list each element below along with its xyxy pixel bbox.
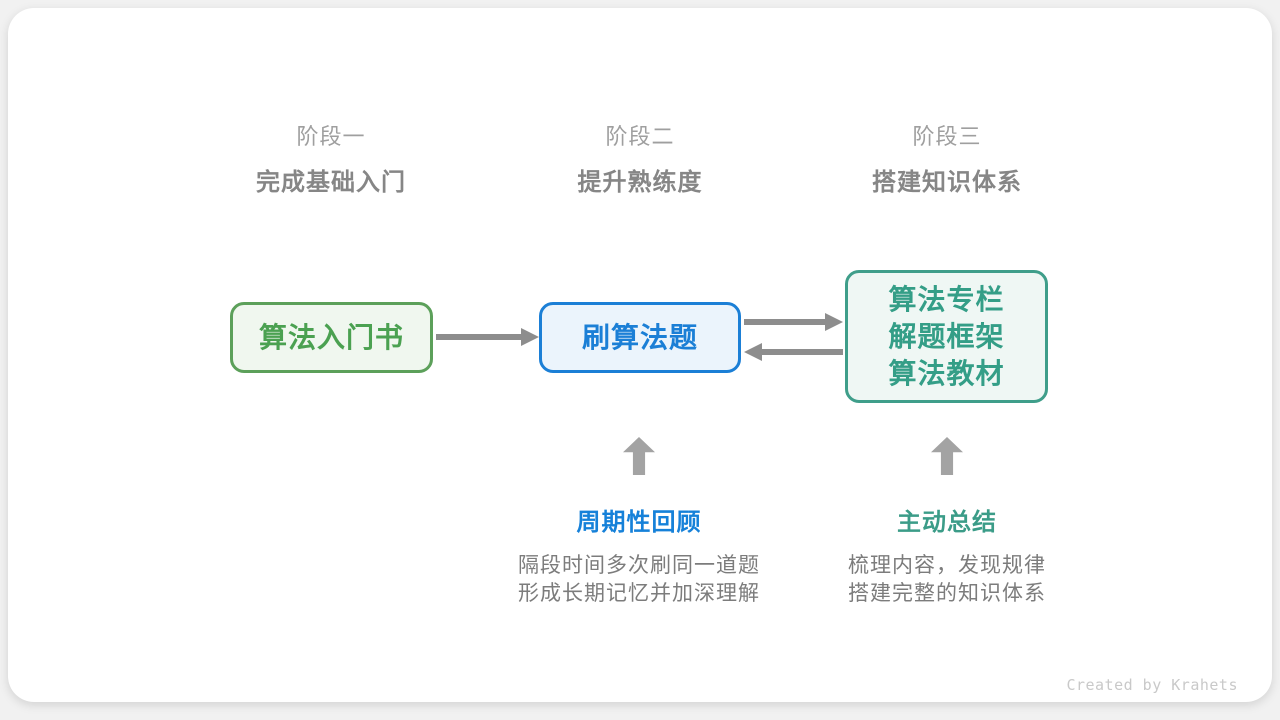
desc-line: 搭建完整的知识体系 xyxy=(848,582,1046,605)
annotation-active-summary-desc: 梳理内容，发现规律 搭建完整的知识体系 xyxy=(848,552,1046,608)
node-knowledge-line-1: 算法专栏 xyxy=(888,284,1005,315)
arrow-3-head xyxy=(744,343,762,361)
stage-header-2: 阶段二 提升熟练度 xyxy=(578,122,703,198)
arrow-2-shaft xyxy=(744,319,825,325)
node-knowledge-line-3: 算法教材 xyxy=(888,358,1005,389)
arrow-2-head xyxy=(825,313,843,331)
annotation-periodic-review-title: 周期性回顾 xyxy=(576,509,702,536)
arrow-1-shaft xyxy=(436,334,521,340)
desc-line: 隔段时间多次刷同一道题 xyxy=(518,554,760,577)
node-practice-problems: 刷算法题 xyxy=(539,302,741,373)
stage-header-3: 阶段三 搭建知识体系 xyxy=(872,122,1022,198)
arrow-3-shaft xyxy=(762,349,843,355)
node-knowledge-sources: 算法专栏 解题框架 算法教材 xyxy=(845,270,1048,403)
stage-2-title: 提升熟练度 xyxy=(577,169,703,196)
node-knowledge-line-2: 解题框架 xyxy=(888,321,1005,352)
stage-1-title: 完成基础入门 xyxy=(256,169,406,196)
node-intro-book-label: 算法入门书 xyxy=(258,322,404,353)
stage-3-label: 阶段三 xyxy=(912,124,982,149)
stage-1-label: 阶段一 xyxy=(296,124,366,149)
desc-line: 形成长期记忆并加深理解 xyxy=(518,582,760,605)
desc-line: 梳理内容，发现规律 xyxy=(848,554,1046,577)
credit-text: Created by Krahets xyxy=(1066,676,1238,694)
annotation-periodic-review: 周期性回顾 隔段时间多次刷同一道题 形成长期记忆并加深理解 xyxy=(518,508,760,608)
stage-header-1: 阶段一 完成基础入门 xyxy=(256,122,406,198)
stage-3-title: 搭建知识体系 xyxy=(872,169,1022,196)
arrow-1-head xyxy=(521,328,539,346)
stage-2-label: 阶段二 xyxy=(605,124,675,149)
annotation-active-summary-title: 主动总结 xyxy=(897,509,997,536)
node-intro-book: 算法入门书 xyxy=(230,302,433,373)
annotation-active-summary: 主动总结 梳理内容，发现规律 搭建完整的知识体系 xyxy=(848,508,1046,608)
node-practice-problems-label: 刷算法题 xyxy=(581,322,698,353)
annotation-periodic-review-desc: 隔段时间多次刷同一道题 形成长期记忆并加深理解 xyxy=(518,552,760,608)
